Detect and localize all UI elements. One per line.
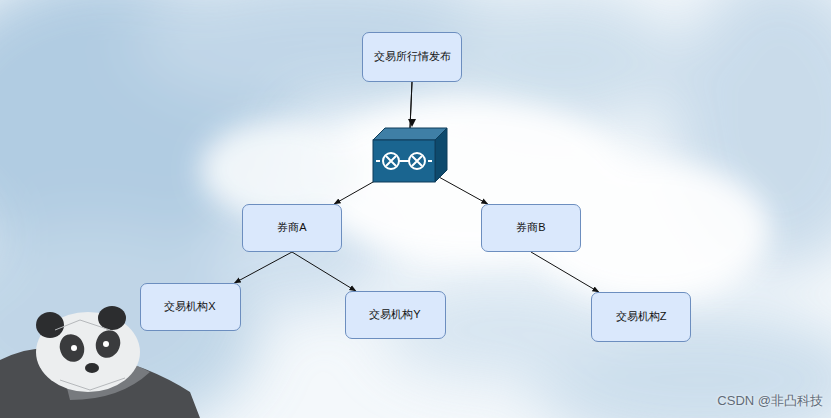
process-box: 交易机构X [140,283,241,331]
box-label: 交易机构X [164,300,215,313]
box-label: 交易所行情发布 [374,50,451,63]
box-label: 券商A [277,221,306,234]
connector-arrow [235,252,292,283]
process-box: 券商B [481,204,581,252]
connector-arrow [531,252,599,292]
process-box: 交易所行情发布 [362,32,462,82]
process-box: 交易机构Z [591,292,691,342]
box-label: 券商B [516,221,545,234]
process-box: 交易机构Y [345,291,446,339]
switch-icon [373,119,447,182]
watermark: CSDN @非凸科技 [717,392,823,410]
box-label: 交易机构Y [369,308,420,321]
connector-arrow [292,252,356,291]
box-label: 交易机构Z [616,310,667,323]
process-box: 券商A [242,204,342,252]
